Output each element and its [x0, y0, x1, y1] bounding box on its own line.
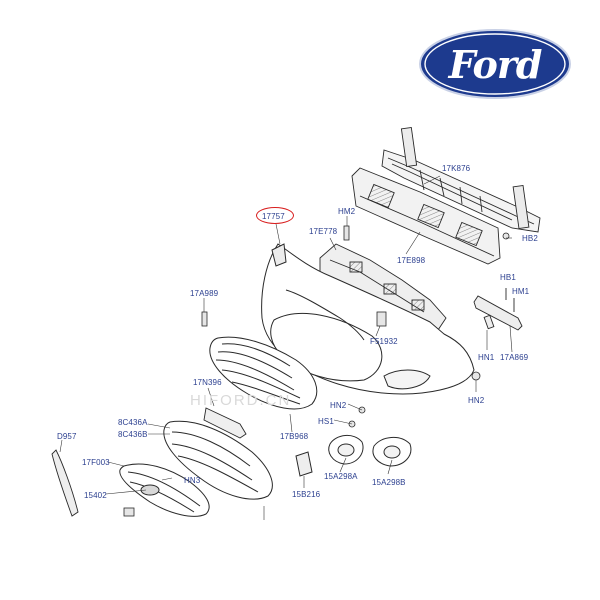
part-label-17f003[interactable]: 17F003	[82, 458, 110, 467]
part-label-f51932[interactable]: F51932	[370, 337, 398, 346]
watermark: HIFORD.CN	[190, 392, 292, 409]
part-label-hb2[interactable]: HB2	[522, 234, 538, 243]
part-label-17n396[interactable]: 17N396	[193, 378, 222, 387]
center-bracket	[203, 407, 247, 439]
energy-absorber	[351, 167, 501, 265]
part-label-hb1[interactable]: HB1	[500, 273, 516, 282]
ford-logo-text: Ford	[448, 41, 543, 87]
ford-oval-icon	[419, 29, 571, 99]
part-label-17b968[interactable]: 17B968	[280, 432, 309, 441]
part-label-17a869[interactable]: 17A869	[500, 353, 529, 362]
part-label-hn2-mid[interactable]: HN2	[330, 401, 347, 410]
part-label-d957[interactable]: D957	[57, 432, 77, 441]
part-label-hn1[interactable]: HN1	[478, 353, 495, 362]
side-bracket	[473, 288, 523, 331]
part-label-hm2-top[interactable]: HM2	[338, 207, 356, 216]
part-label-hn3[interactable]: HN3	[184, 476, 201, 485]
part-label-hn2-right[interactable]: HN2	[468, 396, 485, 405]
lower-grille	[163, 420, 273, 500]
part-label-17a989[interactable]: 17A989	[190, 289, 219, 298]
part-label-hm1[interactable]: HM1	[512, 287, 530, 296]
part-label-15b216[interactable]: 15B216	[292, 490, 321, 499]
part-label-15402[interactable]: 15402	[84, 491, 107, 500]
part-label-15a298a[interactable]: 15A298A	[324, 472, 358, 481]
fog-lamp-bezels	[295, 435, 412, 477]
leader-lines	[59, 175, 513, 520]
part-label-17k876[interactable]: 17K876	[442, 164, 471, 173]
part-label-8c436b[interactable]: 8C436B	[118, 430, 148, 439]
part-highlight-circle	[256, 207, 294, 224]
part-label-17757[interactable]: 17757	[262, 212, 285, 221]
reinforcement-beam	[381, 126, 541, 233]
ford-logo: Ford	[418, 28, 572, 100]
left-trim	[51, 449, 79, 517]
part-label-17e898[interactable]: 17E898	[397, 256, 426, 265]
part-label-hs1[interactable]: HS1	[318, 417, 334, 426]
part-label-15a298b[interactable]: 15A298B	[372, 478, 406, 487]
upper-grille	[209, 336, 318, 410]
part-label-8c436a[interactable]: 8C436A	[118, 418, 148, 427]
part-label-17e778[interactable]: 17E778	[309, 227, 338, 236]
grille-insert	[119, 463, 210, 517]
